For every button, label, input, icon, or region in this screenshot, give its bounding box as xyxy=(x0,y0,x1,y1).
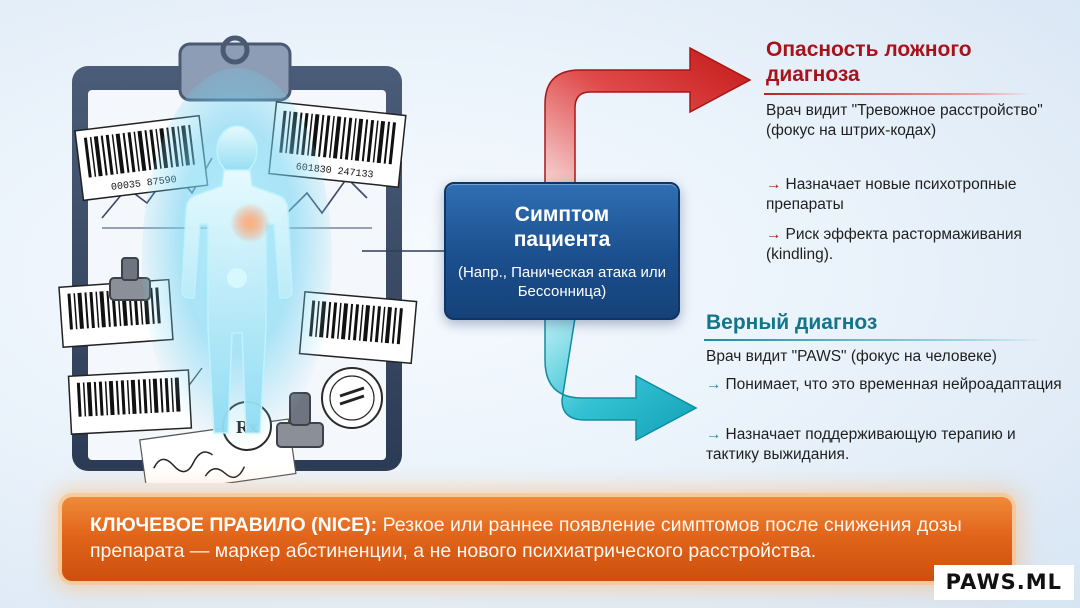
clipboard-illustration: 00035 87590 601830 247133 xyxy=(58,35,418,483)
key-rule-text: КЛЮЧЕВОЕ ПРАВИЛО (NICE): Резкое или ранн… xyxy=(90,512,986,564)
teal-arrow xyxy=(544,317,698,442)
symptom-title: Симптом пациента xyxy=(513,203,611,251)
correct-diagnosis-divider xyxy=(704,339,1044,341)
correct-diagnosis-treatment: →Назначает поддерживающую терапию и такт… xyxy=(706,425,1066,465)
watermark-logo: PAWS.ML xyxy=(933,565,1074,600)
stamp-icon xyxy=(109,257,151,301)
wrong-diagnosis-divider xyxy=(764,93,1030,95)
arrow-right-icon: → xyxy=(706,376,722,393)
wrong-diagnosis-risk-text: Риск эффекта растормаживания (kindling). xyxy=(766,226,1022,263)
barcode-label xyxy=(67,369,193,435)
symptom-subtitle: (Напр., Паническая атака или Бессонница) xyxy=(457,264,667,300)
correct-diagnosis-step: →Понимает, что это временная нейроадапта… xyxy=(706,375,1066,395)
key-rule-body: Резкое или раннее появление симптомов по… xyxy=(90,514,962,562)
key-rule-banner: КЛЮЧЕВОЕ ПРАВИЛО (NICE): Резкое или ранн… xyxy=(62,497,1012,581)
correct-diagnosis-treatment-text: Назначает поддерживающую терапию и такти… xyxy=(706,426,1016,463)
correct-diagnosis-heading: Верный диагноз xyxy=(706,311,878,334)
wrong-diagnosis-observation: Врач видит "Тревожное расстройство" (фок… xyxy=(766,102,1043,139)
correct-diagnosis-step-text: Понимает, что это временная нейроадаптац… xyxy=(725,376,1062,393)
seal-icon xyxy=(321,367,383,429)
wrong-diagnosis-step-text: Назначает новые психотропные препараты xyxy=(766,176,1017,213)
key-rule-label: КЛЮЧЕВОЕ ПРАВИЛО (NICE): xyxy=(90,514,378,536)
red-arrow xyxy=(544,46,752,185)
correct-diagnosis-observation: Врач видит "PAWS" (фокус на человеке) xyxy=(706,348,997,365)
arrow-right-icon: → xyxy=(766,226,782,243)
symptom-box: Симптом пациента (Напр., Паническая атак… xyxy=(444,182,680,320)
arrow-right-icon: → xyxy=(706,426,722,443)
wrong-diagnosis-risk: →Риск эффекта растормаживания (kindling)… xyxy=(766,225,1066,265)
wrong-diagnosis-step: →Назначает новые психотропные препараты xyxy=(766,175,1066,215)
heart-glow xyxy=(230,203,270,243)
wrong-diagnosis-heading: Опасность ложного диагноза xyxy=(766,38,972,86)
arrow-right-icon: → xyxy=(766,176,782,193)
